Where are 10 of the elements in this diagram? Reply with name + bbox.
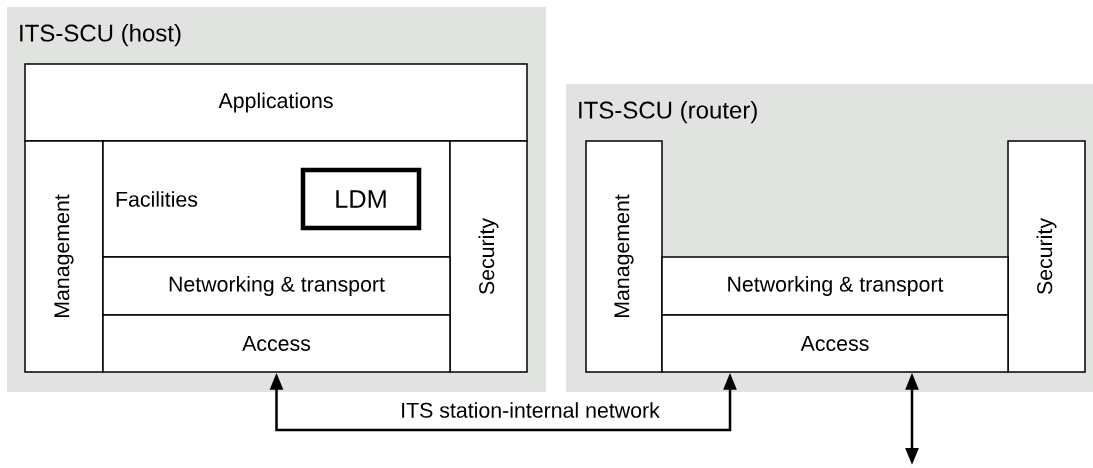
layer-box: Management bbox=[24, 140, 104, 373]
layer-box: Access bbox=[661, 314, 1009, 373]
component-box: LDM bbox=[300, 167, 422, 231]
layer-box: Networking & transport bbox=[102, 256, 451, 316]
edge-label: ITS station-internal network bbox=[398, 400, 662, 420]
layer-box: Security bbox=[449, 140, 528, 373]
layer-box: Access bbox=[102, 314, 451, 373]
layer-box: Networking & transport bbox=[661, 256, 1009, 316]
layer-box: Security bbox=[1007, 140, 1086, 373]
layer-box: Management bbox=[585, 140, 663, 373]
